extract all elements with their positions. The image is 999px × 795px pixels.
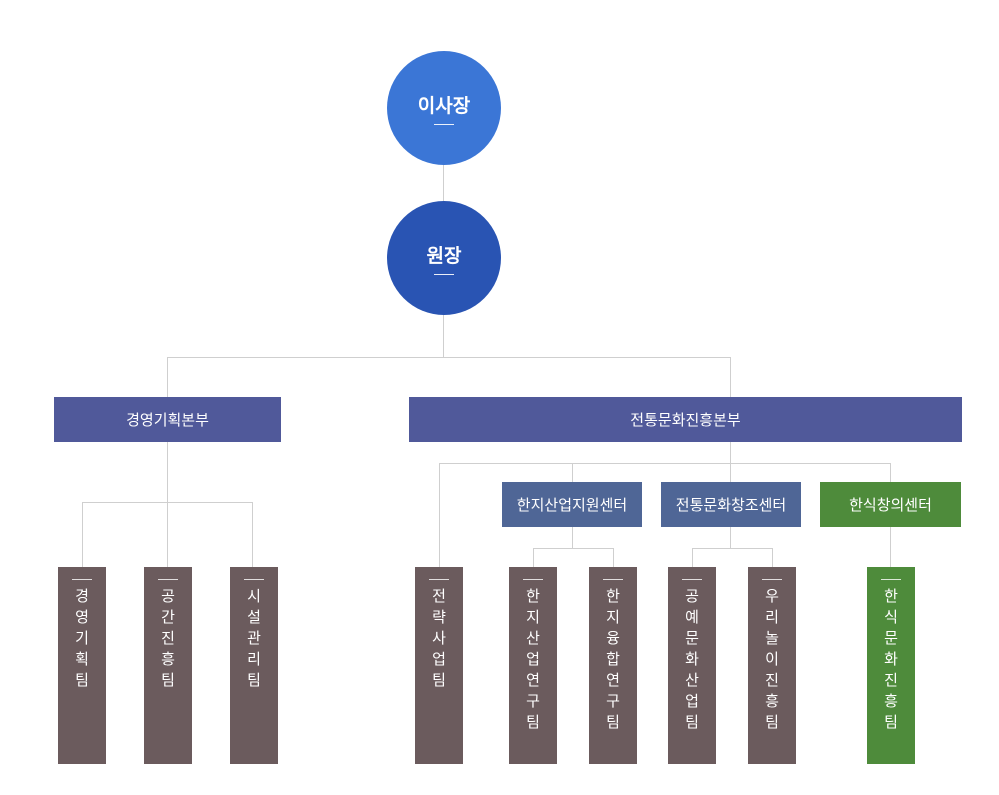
team-space: 공간진흥팀 [144, 567, 192, 764]
team-facility: 시설관리팀 [230, 567, 278, 764]
president-label: 원장 [426, 245, 462, 267]
connector-to-craft-team [692, 548, 693, 567]
connector-to-culture [730, 357, 731, 397]
connector-to-facility-team [252, 502, 253, 567]
team-hanji-fusion: 한지융합연구팀 [589, 567, 637, 764]
connector-to-hanji-center [572, 463, 573, 482]
team-facility-dash [244, 579, 264, 580]
team-hansik-culture: 한식문화진흥팀 [867, 567, 915, 764]
center-hansik-label: 한식창의센터 [849, 496, 932, 514]
connector-culture-bar [439, 463, 891, 464]
connector-to-strategy-team [439, 463, 440, 567]
division-management-label: 경영기획본부 [126, 411, 209, 429]
connector-to-planning-team [82, 502, 83, 567]
team-strategy-dash [429, 579, 449, 580]
team-craft: 공예문화산업팀 [668, 567, 716, 764]
team-craft-dash [682, 579, 702, 580]
connector-to-creative-center [730, 463, 731, 482]
team-space-dash [158, 579, 178, 580]
team-strategy-label: 전략사업팀 [432, 587, 446, 689]
team-planning: 경영기획팀 [58, 567, 106, 764]
division-culture-label: 전통문화진흥본부 [630, 411, 741, 429]
team-hansik-culture-label: 한식문화진흥팀 [884, 587, 898, 731]
team-play-dash [762, 579, 782, 580]
connector-culture-stem [730, 442, 731, 463]
team-facility-label: 시설관리팀 [247, 587, 261, 689]
president-dash [434, 274, 454, 275]
team-space-label: 공간진흥팀 [161, 587, 175, 689]
connector-to-play-team [772, 548, 773, 567]
connector-to-hanji-industry-team [533, 548, 534, 567]
connector-management-stem [167, 442, 168, 567]
connector-division-bar [167, 357, 731, 358]
chairman-dash [434, 124, 454, 125]
team-hanji-industry-dash [523, 579, 543, 580]
team-play-label: 우리놀이진흥팀 [765, 587, 779, 731]
center-creative-label: 전통문화창조센터 [675, 496, 787, 514]
team-planning-label: 경영기획팀 [75, 587, 89, 689]
center-hansik: 한식창의센터 [820, 482, 961, 527]
team-craft-label: 공예문화산업팀 [685, 587, 699, 731]
connector-management-teams-bar [82, 502, 253, 503]
team-planning-dash [72, 579, 92, 580]
center-hanji: 한지산업지원센터 [502, 482, 642, 527]
connector-creative-teams-bar [692, 548, 773, 549]
connector-hanji-teams-bar [533, 548, 614, 549]
connector-hanji-stem [572, 527, 573, 548]
president-node: 원장 [387, 201, 501, 315]
connector-to-hanji-fusion-team [613, 548, 614, 567]
connector-to-management [167, 357, 168, 397]
connector-chairman-president [443, 163, 444, 203]
team-play: 우리놀이진흥팀 [748, 567, 796, 764]
connector-creative-stem [730, 527, 731, 548]
chairman-label: 이사장 [417, 95, 471, 117]
connector-hansik-stem [890, 527, 891, 567]
division-management: 경영기획본부 [54, 397, 281, 442]
team-hansik-culture-dash [881, 579, 901, 580]
chairman-node: 이사장 [387, 51, 501, 165]
connector-to-hansik-center [890, 463, 891, 482]
team-hanji-fusion-dash [603, 579, 623, 580]
team-hanji-industry-label: 한지산업연구팀 [526, 587, 540, 731]
center-creative: 전통문화창조센터 [661, 482, 801, 527]
team-hanji-industry: 한지산업연구팀 [509, 567, 557, 764]
team-hanji-fusion-label: 한지융합연구팀 [606, 587, 620, 731]
center-hanji-label: 한지산업지원센터 [516, 496, 628, 514]
connector-president-stem [443, 315, 444, 357]
division-culture: 전통문화진흥본부 [409, 397, 962, 442]
team-strategy: 전략사업팀 [415, 567, 463, 764]
